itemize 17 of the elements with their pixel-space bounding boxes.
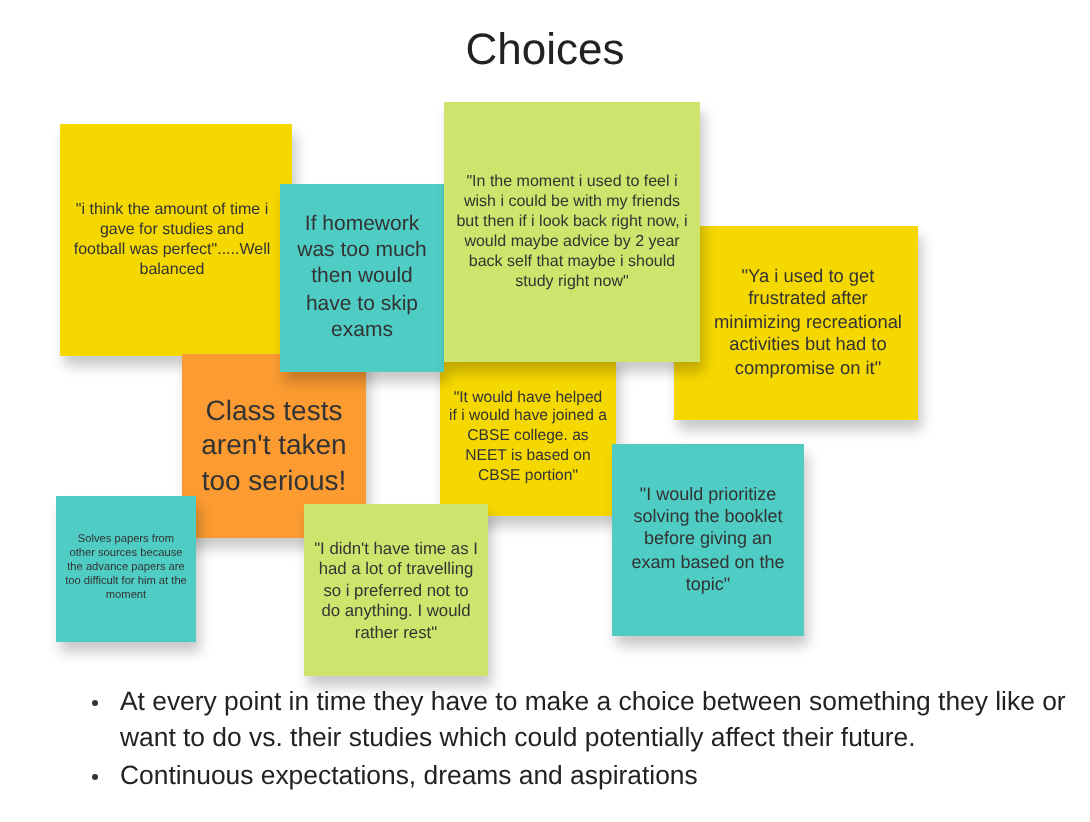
note-text: "I would prioritize solving the booklet before giving an exam based on the topic" — [629, 483, 787, 597]
note-text: "I didn't have time as I had a lot of travelling so i preferred not to do anything. I would rather rest" — [312, 537, 480, 643]
sticky-note — [304, 504, 488, 676]
bullet-text: At every point in time they have to make a choice between something they like or want to do vs. their studies which could potentially affect their future. — [120, 684, 1068, 757]
sticky-note — [280, 184, 444, 372]
sticky-note — [440, 356, 616, 516]
sticky-note — [56, 496, 196, 642]
sticky-note — [612, 444, 804, 636]
note-text: "Ya i used to get frustrated after minimizing recreational activities but had to compromise on it" — [712, 265, 904, 381]
note-text: Class tests aren't taken too serious! — [199, 393, 349, 499]
bullet-text: Continuous expectations, dreams and aspirations — [120, 757, 700, 794]
sticky-note — [444, 102, 700, 362]
note-text: "i think the amount of time i gave for studies and football was perfect".....Well balanced — [72, 200, 272, 280]
sticky-note — [60, 124, 292, 356]
note-text: "In the moment i used to feel i wish i could be with my friends but then if i look back right now, i would maybe advice by 2 year back self that maybe i should study right now" — [454, 172, 690, 292]
title: Choices — [463, 24, 627, 76]
note-text: If homework was too much then would have to skip exams — [295, 212, 429, 344]
